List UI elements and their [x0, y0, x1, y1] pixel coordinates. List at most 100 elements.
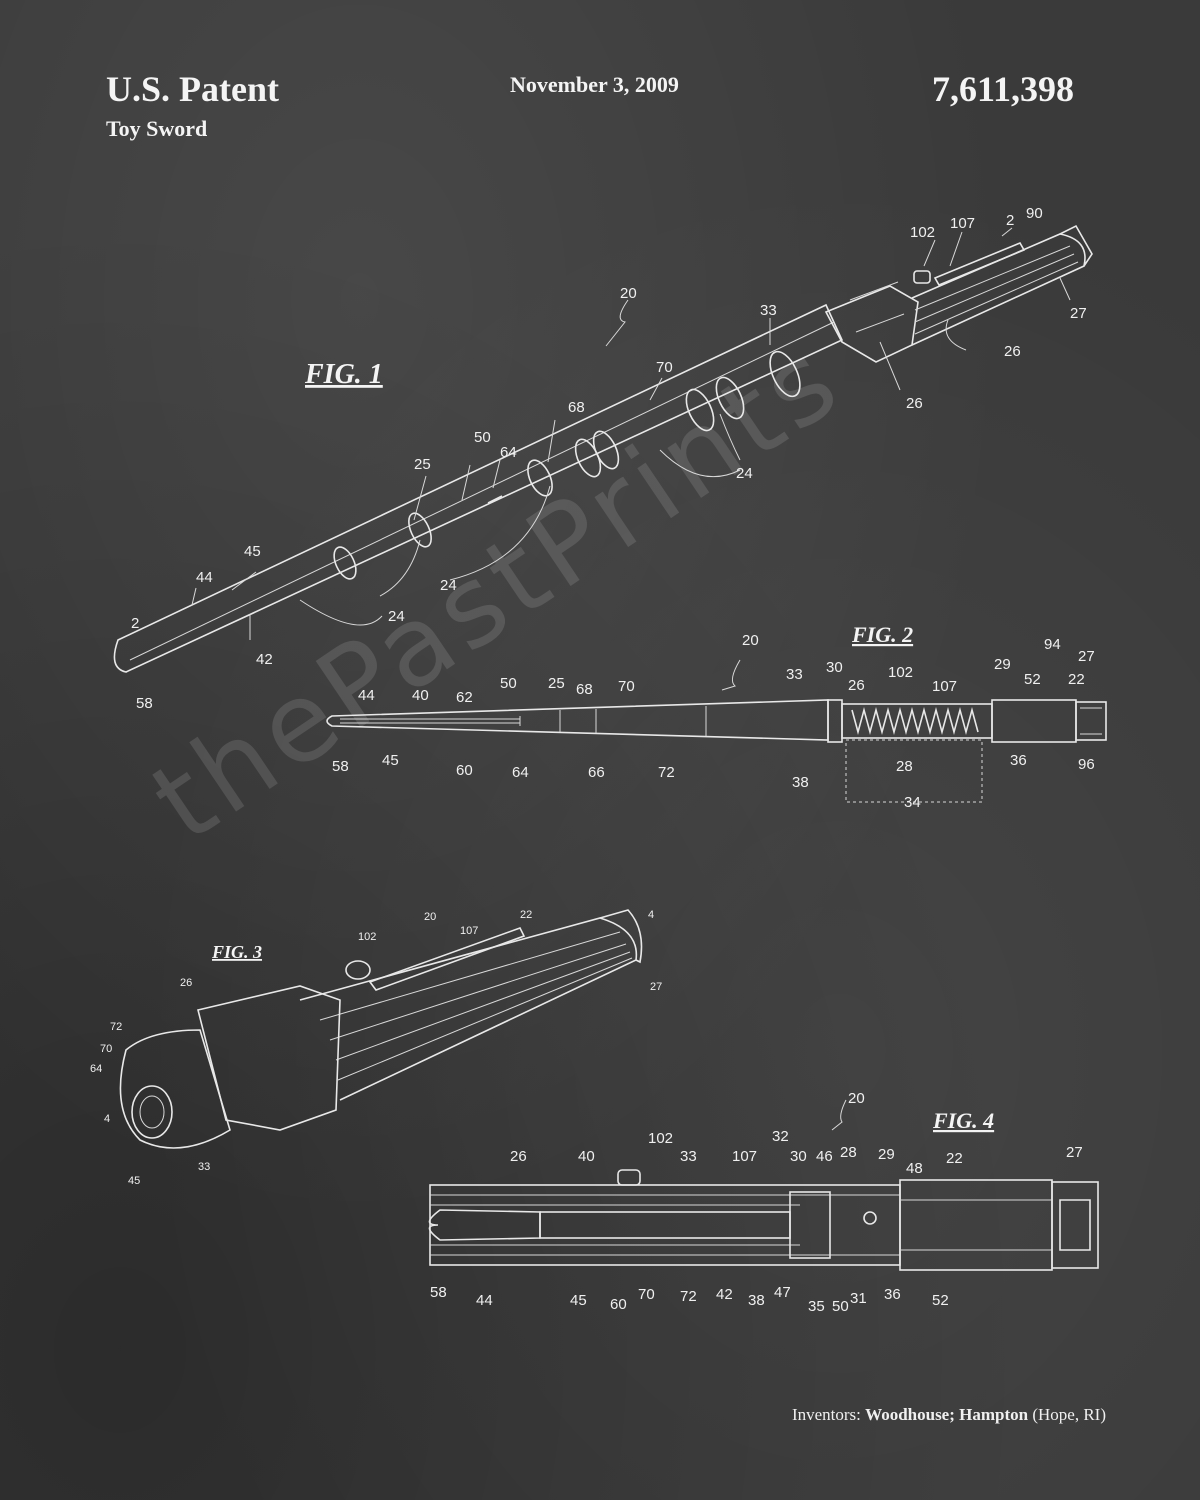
patent-date: November 3, 2009 [510, 72, 679, 97]
fig2-label: 50 [500, 675, 517, 692]
fig2-label: 62 [456, 689, 473, 706]
fig3-label: 4 [648, 909, 654, 921]
fig1-blade [113, 303, 844, 673]
fig1-label: 25 [414, 456, 431, 473]
fig1-slot [933, 241, 1026, 287]
fig2-core [340, 718, 520, 724]
fig1-label: 2 [131, 615, 139, 632]
fig2-spring [851, 706, 979, 736]
fig1-label: 27 [1070, 305, 1087, 322]
fig2-label: 60 [456, 762, 473, 779]
inventors-prefix: Inventors: [791, 1405, 861, 1424]
fig3-blade-stub [119, 1029, 231, 1149]
fig4-label: 27 [1066, 1144, 1083, 1161]
fig4-label: 45 [570, 1292, 587, 1309]
fig2-label: 26 [848, 677, 865, 694]
fig2-label: 25 [548, 675, 565, 692]
fig4-label: 48 [906, 1160, 923, 1177]
fig4-label: 20 [848, 1090, 865, 1107]
fig1-label: 64 [500, 444, 517, 461]
fig2-label: 107 [932, 678, 957, 695]
fig4-handle-lines [900, 1199, 1052, 1251]
patent-number: 7,611,398 [932, 69, 1075, 109]
fig2-label: 34 [904, 794, 921, 811]
fig4-label: 58 [430, 1284, 447, 1301]
fig2-label: 64 [512, 764, 529, 781]
fig1-pin [487, 495, 503, 504]
fig4-label: 72 [680, 1288, 697, 1305]
fig1-button [913, 270, 931, 284]
fig1-ring [333, 546, 357, 580]
fig1-ring [592, 430, 620, 470]
fig1-label: 107 [950, 215, 975, 232]
fig3-slot [368, 927, 526, 991]
fig2-label: 44 [358, 687, 375, 704]
fig4-latch [863, 1211, 877, 1225]
fig3-guard [197, 985, 341, 1131]
fig4-label: 47 [774, 1284, 791, 1301]
fig2-label: 45 [382, 752, 399, 769]
fig2-pommel [1075, 701, 1107, 741]
fig3-button [345, 960, 371, 980]
fig1-label: 20 [620, 285, 637, 302]
fig1-label: 2 [1006, 212, 1014, 229]
fig4-pommel-inner [1059, 1199, 1091, 1251]
fig1-guard-lines [849, 281, 905, 333]
fig2-label: 33 [786, 666, 803, 683]
fig1-curves [299, 413, 741, 626]
fig1-blade-centerline [129, 321, 835, 661]
fig4-label: 107 [732, 1148, 757, 1165]
fig4-label: 50 [832, 1298, 849, 1315]
fig2-label: 27 [1078, 648, 1095, 665]
fig1-guard [824, 285, 919, 363]
fig1-ring [685, 388, 715, 432]
fig1-leader [605, 299, 629, 347]
inventors-names: Woodhouse; Hampton [865, 1405, 1029, 1424]
fig3-drawing: FIG. 3 20 107 22 4 102 26 27 72 70 64 4 … [90, 909, 662, 1187]
fig4-label: 28 [840, 1144, 857, 1161]
fig2-label: 40 [412, 687, 429, 704]
fig4-label: 40 [578, 1148, 595, 1165]
fig3-label: 26 [180, 977, 192, 989]
fig3-label: 102 [358, 931, 376, 943]
fig1-label: 70 [656, 359, 673, 376]
fig3-label: 27 [650, 981, 662, 993]
fig1-ring [408, 512, 432, 548]
fig2-label: 102 [888, 664, 913, 681]
fig2-label: 94 [1044, 636, 1061, 653]
fig2-pommel-lines [1080, 707, 1102, 735]
fig4-piston [789, 1191, 831, 1259]
fig1-pommel [1059, 224, 1093, 267]
fig2-leader [721, 659, 741, 691]
fig1-title: FIG. 1 [304, 359, 383, 390]
fig4-core [539, 1211, 791, 1239]
fig4-label: 36 [884, 1286, 901, 1303]
fig1-ring [715, 376, 745, 420]
fig4-label: 32 [772, 1128, 789, 1145]
fig4-label: 30 [790, 1148, 807, 1165]
fig2-label: 30 [826, 659, 843, 676]
fig3-label: 45 [128, 1175, 140, 1187]
fig4-label: 31 [850, 1290, 867, 1307]
fig4-label: 44 [476, 1292, 493, 1309]
fig4-label: 35 [808, 1298, 825, 1315]
fig1-label: 102 [910, 224, 935, 241]
inventors-location: (Hope, RI) [1032, 1405, 1106, 1424]
fig2-zone-34 [845, 739, 983, 803]
fig2-blade [326, 699, 829, 741]
fig2-label: 72 [658, 764, 675, 781]
fig1-label: 24 [388, 608, 405, 625]
fig1-label: 33 [760, 302, 777, 319]
fig1-label: 26 [1004, 343, 1021, 360]
fig4-handle [899, 1179, 1053, 1271]
fig4-label: 42 [716, 1286, 733, 1303]
fig2-label: 58 [332, 758, 349, 775]
fig4-label: 70 [638, 1286, 655, 1303]
fig1-handle-grooves [914, 245, 1079, 335]
fig2-label: 29 [994, 656, 1011, 673]
fig2-label: 28 [896, 758, 913, 775]
fig2-drawing: FIG. 2 20 33 30 26 102 107 29 94 27 52 2… [326, 622, 1107, 811]
fig1-label: 45 [244, 543, 261, 560]
fig4-label: 60 [610, 1296, 627, 1313]
